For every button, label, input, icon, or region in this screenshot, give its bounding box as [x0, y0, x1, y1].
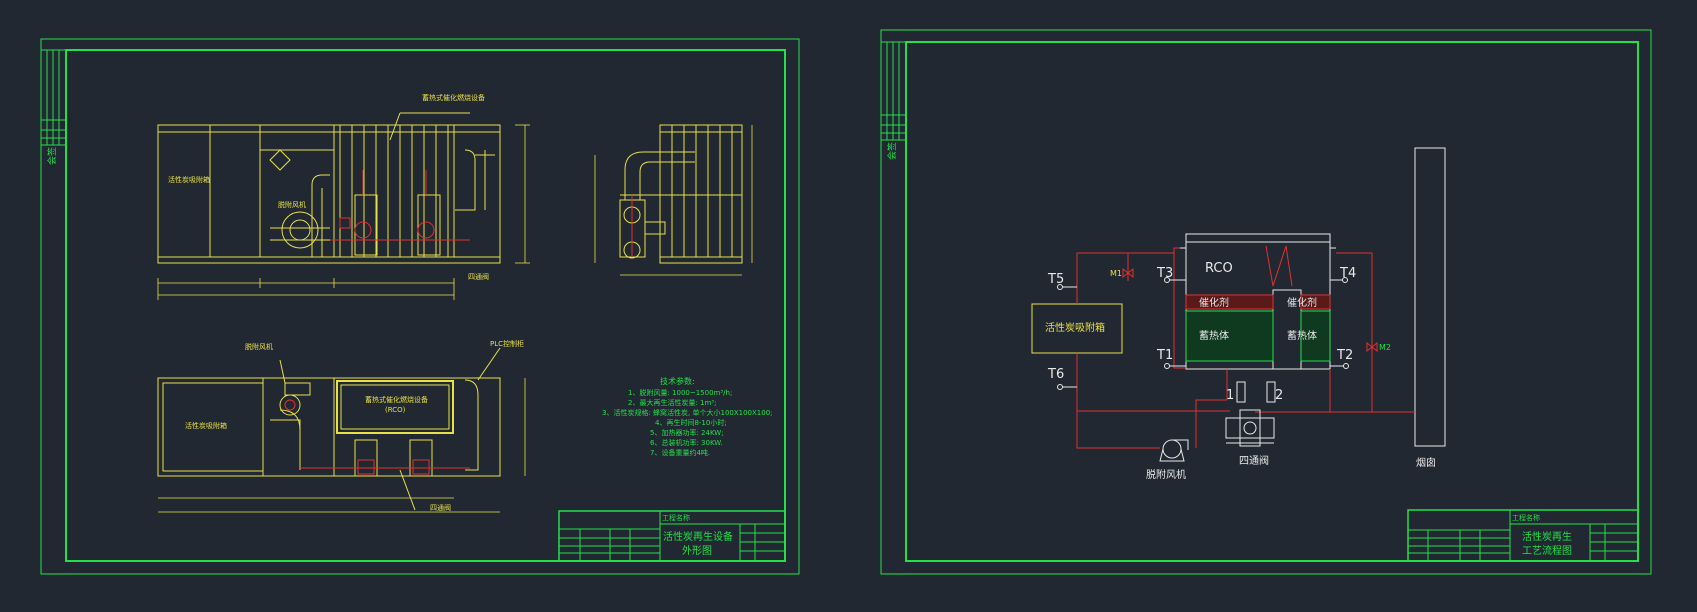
- sheet1-title-line2: 外形图: [682, 545, 712, 557]
- sheet2-title-line2: 工艺流程图: [1522, 544, 1572, 557]
- tech-note-5: 5、加热器功率: 24KW;: [650, 428, 724, 437]
- sensor-t1: T1: [1156, 348, 1173, 363]
- plan-view: 脱附风机 PLC控制柜 活性炭吸附箱 蓄热式催化燃烧设备 (RCO) 四通阀: [157, 339, 526, 513]
- tech-notes: 技术参数: 1、脱附风量: 1000~1500m³/h; 2、最大再生活性炭量:…: [602, 376, 773, 457]
- heat-storage-left-label: 蓄热体: [1199, 329, 1229, 342]
- catalyst-right-label: 催化剂: [1287, 296, 1317, 309]
- temperature-sensors: T5 T6 T3 T4 T1 T2: [1047, 266, 1356, 390]
- catalyst-left-label: 催化剂: [1199, 296, 1229, 309]
- sensor-t3: T3: [1156, 266, 1173, 281]
- sheet1-title-line1: 活性炭再生设备: [663, 530, 733, 543]
- callout-plan-main: 蓄热式催化燃烧设备: [365, 395, 428, 404]
- heat-storage-right-label: 蓄热体: [1287, 329, 1317, 342]
- callout-plan-fan: 脱附风机: [245, 342, 273, 351]
- tech-note-6: 6、总装机功率: 30KW.: [650, 438, 723, 447]
- valve-m2-label: M2: [1379, 343, 1391, 352]
- rco-unit: RCO 催化剂 催化剂 蓄热体 蓄热体: [1180, 233, 1336, 370]
- callout-plan-valve: 四通阀: [430, 503, 451, 512]
- tech-note-7: 7、设备重量约4吨.: [650, 448, 710, 457]
- carbon-adsorption-box-label: 活性炭吸附箱: [1045, 321, 1105, 334]
- valve-port-1: 1: [1226, 388, 1234, 403]
- desorption-fan-label: 脱附风机: [1146, 468, 1186, 481]
- callout-plan-main-sub: (RCO): [385, 406, 406, 414]
- callout-fan: 脱附风机: [278, 200, 306, 209]
- valve-m1: M1: [1110, 267, 1134, 279]
- desorption-fan: 脱附风机: [1146, 439, 1189, 481]
- sheet2-title-line1: 活性炭再生: [1522, 530, 1572, 543]
- sheet1: 会签: [40, 38, 800, 575]
- tech-note-1: 1、脱附风量: 1000~1500m³/h;: [628, 388, 732, 397]
- valve-port-2: 2: [1275, 388, 1283, 403]
- tech-note-3: 3、活性炭规格: 蜂窝活性炭, 单个大小100X100X100;: [602, 408, 773, 417]
- four-way-valve: 1 2 四通阀: [1225, 381, 1283, 467]
- sheet1-company: 工程名称: [662, 513, 690, 522]
- sensor-t2: T2: [1336, 348, 1353, 363]
- tech-notes-heading: 技术参数:: [660, 376, 695, 386]
- sheet2-inner-border: [905, 41, 1639, 562]
- tech-note-4: 4、再生时间8-10小时;: [655, 418, 727, 427]
- sheet1-title-block: 工程名称 活性炭再生设备 外形图: [558, 510, 786, 562]
- valve-m1-label: M1: [1110, 269, 1122, 278]
- elevation-view: 蓄热式催化燃烧设备 活性炭吸附箱 脱附风机 四通阀: [157, 93, 530, 300]
- callout-left-box: 活性炭吸附箱: [168, 175, 210, 184]
- sheet1-inner-border: [65, 49, 786, 562]
- callout-valve: 四通阀: [468, 272, 489, 281]
- valve-m2: M2: [1366, 341, 1391, 353]
- sheet2-title-block: 工程名称 活性炭再生 工艺流程图: [1407, 509, 1639, 562]
- process-lines: [1076, 247, 1415, 449]
- sheet2-binding-strip: 会签: [881, 41, 906, 160]
- rco-label: RCO: [1205, 261, 1233, 276]
- four-way-valve-label: 四通阀: [1239, 454, 1269, 467]
- tech-note-2: 2、最大再生活性炭量: 1m³;: [628, 398, 716, 407]
- side-view: [594, 124, 753, 276]
- chimney: [1414, 147, 1446, 447]
- callout-top-main: 蓄热式催化燃烧设备: [422, 93, 485, 102]
- sheet2-side-label: 会签: [886, 142, 898, 160]
- sensor-t5: T5: [1047, 272, 1064, 287]
- sheet2-company: 工程名称: [1512, 513, 1540, 522]
- callout-plc: PLC控制柜: [490, 339, 524, 348]
- sheet1-outer-border: [40, 38, 800, 575]
- sheet2: 会签 RCO 催化剂 催化剂 蓄热体 蓄热体 活性炭吸附箱 烟囱: [880, 29, 1652, 575]
- sensor-t6: T6: [1047, 367, 1064, 382]
- sheet1-binding-strip: 会签: [41, 49, 66, 165]
- chimney-label: 烟囱: [1416, 456, 1436, 469]
- sensor-t4: T4: [1339, 266, 1356, 281]
- callout-plan-left-box: 活性炭吸附箱: [185, 421, 227, 430]
- sheet1-side-label: 会签: [46, 147, 58, 165]
- sheet2-outer-border: [880, 29, 1652, 575]
